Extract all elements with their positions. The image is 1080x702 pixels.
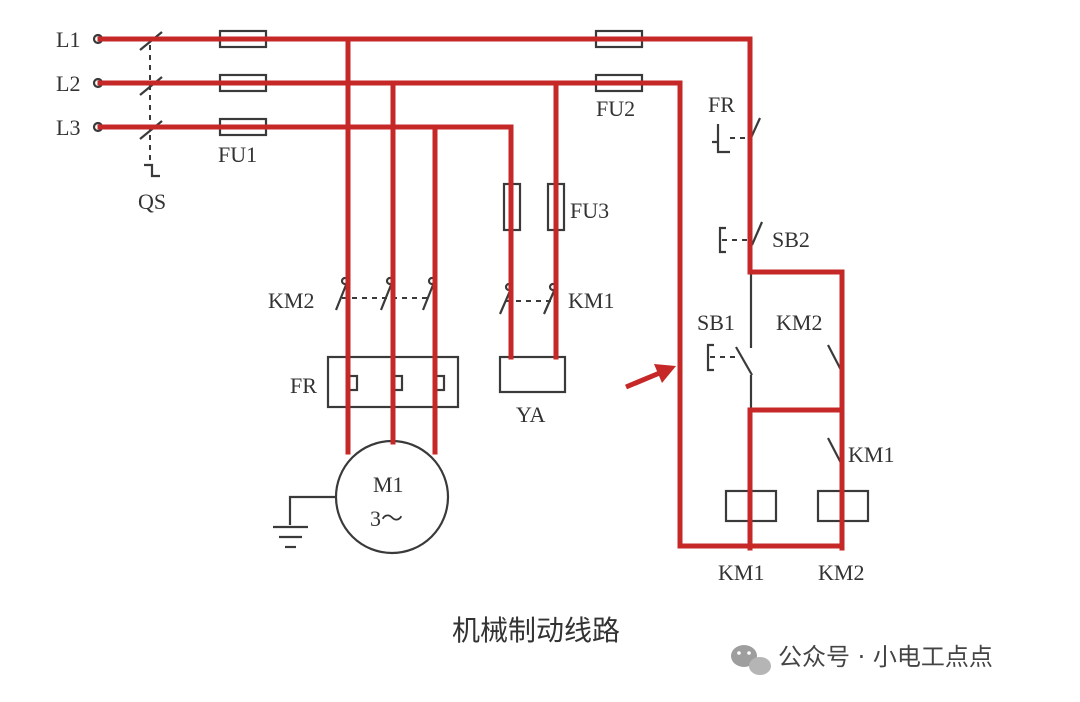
motor-m1-symbol	[273, 439, 450, 555]
highlighted-wiring	[97, 36, 845, 551]
sb1-button-symbol	[706, 272, 753, 410]
label-km1-aux: KM1	[848, 442, 894, 467]
label-km1-main: KM1	[568, 288, 614, 313]
label-fu1: FU1	[218, 142, 257, 167]
label-motor-name: M1	[373, 472, 404, 497]
ya-brake-coil-symbol	[498, 355, 567, 394]
fr-nc-contact-symbol	[712, 117, 762, 154]
label-sb2: SB2	[772, 227, 810, 252]
wechat-icon	[731, 645, 771, 675]
km2-main-contacts-symbol	[334, 276, 437, 311]
arrow-indicator	[625, 364, 676, 390]
label-l3: L3	[56, 115, 80, 140]
label-km2-main: KM2	[268, 288, 314, 313]
km1-main-contacts-symbol	[498, 282, 558, 315]
component-labels: L1 L2 L3 QS FU1 FU2 FU3 KM2 KM1 FR YA M1…	[56, 27, 894, 585]
label-km2-aux: KM2	[776, 310, 822, 335]
label-fr-heater: FR	[290, 373, 317, 398]
qs-switch-symbol	[139, 31, 163, 178]
diagram-caption: 机械制动线路	[452, 614, 620, 647]
label-l2: L2	[56, 71, 80, 96]
label-fr-contact: FR	[708, 92, 735, 117]
label-fu3: FU3	[570, 198, 609, 223]
label-km2-coil: KM2	[818, 560, 864, 585]
label-qs: QS	[138, 189, 166, 214]
label-ya: YA	[516, 402, 545, 427]
label-km1-coil: KM1	[718, 560, 764, 585]
label-fu2: FU2	[596, 96, 635, 121]
label-sb1: SB1	[697, 310, 735, 335]
watermark-text: 公众号 · 小电工点点	[778, 643, 993, 671]
sb2-button-symbol	[718, 221, 764, 254]
label-motor-phase: 3～	[370, 506, 403, 531]
watermark: 公众号 · 小电工点点	[731, 643, 993, 675]
label-l1: L1	[56, 27, 80, 52]
